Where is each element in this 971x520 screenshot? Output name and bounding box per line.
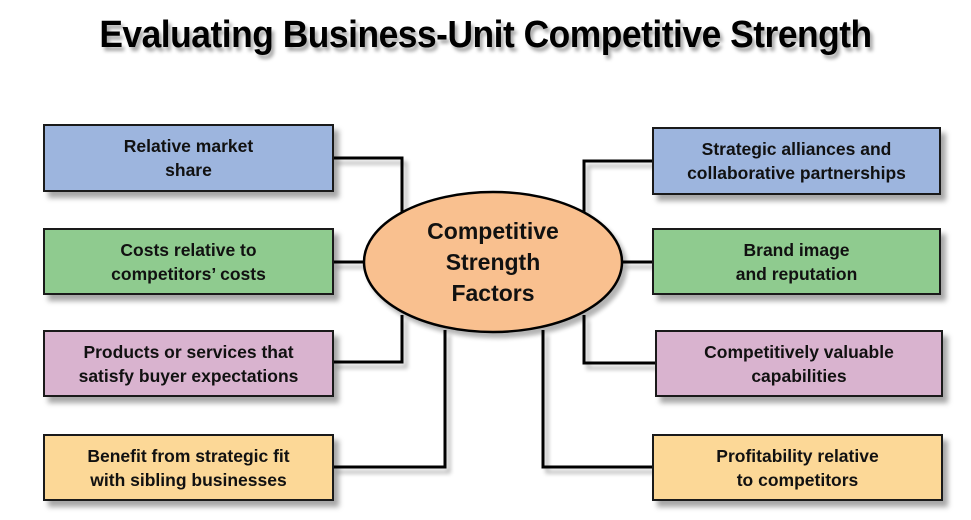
- connector-left-3: [333, 315, 404, 364]
- connector-right-3: [582, 315, 655, 365]
- factor-box-valuable-capabilities: Competitively valuable capabilities: [655, 330, 943, 397]
- connector-right-1: [582, 159, 652, 212]
- factor-box-strategic-fit: Benefit from strategic fit with sibling …: [43, 434, 334, 501]
- connector-left-1: [333, 156, 404, 212]
- factor-box-relative-market-share: Relative market share: [43, 124, 334, 192]
- center-ellipse: [362, 190, 624, 334]
- diagram-title: Evaluating Business-Unit Competitive Str…: [99, 14, 872, 56]
- connector-left-4: [333, 330, 447, 469]
- factor-box-profitability: Profitability relative to competitors: [652, 434, 943, 501]
- factor-box-brand-image: Brand image and reputation: [652, 228, 941, 295]
- connector-right-4: [541, 330, 652, 469]
- center-label: Competitive Strength Factors: [427, 218, 559, 306]
- factor-box-products-services: Products or services that satisfy buyer …: [43, 330, 334, 397]
- factor-box-strategic-alliances: Strategic alliances and collaborative pa…: [652, 127, 941, 195]
- factor-box-costs-relative: Costs relative to competitors’ costs: [43, 228, 334, 295]
